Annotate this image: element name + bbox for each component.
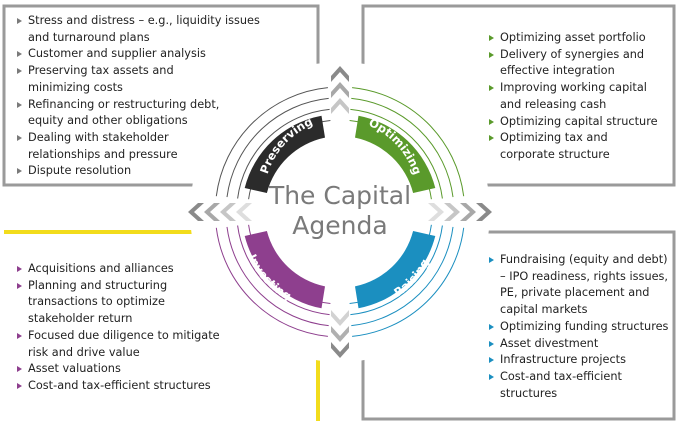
chevron-right-icon xyxy=(428,203,444,221)
list-item: Stress and distress – e.g., liquidity is… xyxy=(16,13,266,30)
list-item-continuation: minimizing costs xyxy=(28,80,123,94)
chevron-right-icon xyxy=(460,203,476,221)
list-item-continuation: equity and other obligations xyxy=(28,114,188,128)
chevron-up-icon xyxy=(331,98,349,114)
list-item: Asset valuations xyxy=(16,361,236,378)
raising-list: Fundraising (equity and debt)– IPO readi… xyxy=(488,252,673,402)
chevron-down-icon xyxy=(331,326,349,342)
list-item-continuation: PE, private placement and xyxy=(500,286,650,300)
list-item: Planning and structuring xyxy=(16,278,236,295)
list-item: Preserving tax assets and xyxy=(16,63,266,80)
list-item-continuation: capital markets xyxy=(500,303,588,317)
center-title: The Capital Agenda xyxy=(255,181,425,241)
chevrons-left xyxy=(188,203,252,221)
chevron-down-icon xyxy=(331,310,349,326)
list-item: Customer and supplier analysis xyxy=(16,46,266,63)
list-item: Fundraising (equity and debt) xyxy=(488,252,673,269)
chevrons-top xyxy=(331,66,349,114)
list-item-continuation: transactions to optimize xyxy=(28,295,165,309)
list-item-continuation: and turnaround plans xyxy=(28,30,150,44)
chevron-left-icon xyxy=(204,203,220,221)
raising-band xyxy=(355,231,436,309)
list-item: Dealing with stakeholder xyxy=(16,130,266,147)
list-item: Asset divestment xyxy=(488,336,673,353)
chevron-left-icon xyxy=(188,203,204,221)
optimizing-band xyxy=(355,115,436,193)
center-title-line2: Agenda xyxy=(292,211,388,240)
investing-band xyxy=(244,231,325,309)
list-item: Acquisitions and alliances xyxy=(16,261,236,278)
chevron-right-icon xyxy=(444,203,460,221)
list-item-continuation: risk and drive value xyxy=(28,345,140,359)
chevron-left-icon xyxy=(236,203,252,221)
chevron-right-icon xyxy=(476,203,492,221)
list-item: Cost-and tax-efficient structures xyxy=(16,378,236,395)
list-item: Optimizing asset portfolio xyxy=(488,30,668,47)
list-item-continuation: – IPO readiness, rights issues, xyxy=(500,269,669,283)
list-item-continuation: relationships and pressure xyxy=(28,147,178,161)
list-item-continuation: stakeholder return xyxy=(28,312,133,326)
chevron-up-icon xyxy=(331,66,349,82)
list-item: Optimizing capital structure xyxy=(488,114,668,131)
chevrons-bottom xyxy=(331,310,349,358)
preserving-list: Stress and distress – e.g., liquidity is… xyxy=(16,13,266,180)
ring-backdrop xyxy=(190,62,490,362)
list-item: Cost-and tax-efficient xyxy=(488,369,673,386)
list-item: Refinancing or restructuring debt, xyxy=(16,97,266,114)
list-item: Optimizing tax and xyxy=(488,130,668,147)
list-item: Focused due diligence to mitigate xyxy=(16,328,236,345)
list-item-continuation: effective integration xyxy=(500,64,615,78)
chevron-down-icon xyxy=(331,342,349,358)
list-item: Improving working capital xyxy=(488,80,668,97)
list-item: Optimizing funding structures xyxy=(488,319,673,336)
center-title-line1: The Capital xyxy=(268,181,412,210)
list-item-continuation: structures xyxy=(500,386,558,400)
list-item: Infrastructure projects xyxy=(488,352,673,369)
chevron-left-icon xyxy=(220,203,236,221)
chevrons-right xyxy=(428,203,492,221)
list-item-continuation: and releasing cash xyxy=(500,97,607,111)
list-item: Dispute resolution xyxy=(16,163,266,180)
list-item-continuation: corporate structure xyxy=(500,147,610,161)
chevron-up-icon xyxy=(331,82,349,98)
list-item: Delivery of synergies and xyxy=(488,47,668,64)
preserving-band xyxy=(244,115,325,193)
